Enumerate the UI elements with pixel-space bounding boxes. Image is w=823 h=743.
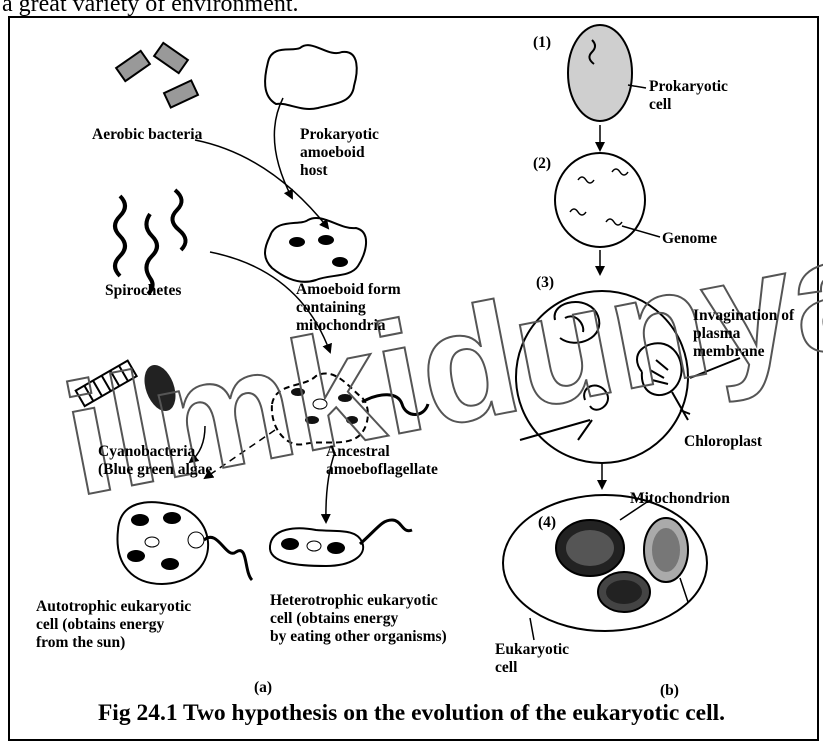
step4-eukaryotic-cell (503, 495, 707, 640)
label-heterotrophic: Heterotrophic eukaryotic cell (obtains e… (270, 592, 447, 646)
label-spirochetes: Spirochetes (105, 282, 181, 300)
label-prokaryotic-cell: Prokaryotic cell (649, 78, 728, 114)
panel-label-b: (b) (660, 682, 679, 700)
watermark: ilmkidunya (51, 199, 823, 529)
label-cyanobacteria: Cyanobacteria (Blue green algae (98, 443, 212, 479)
label-step3: (3) (536, 274, 554, 292)
label-chloroplast: Chloroplast (684, 433, 762, 451)
step1-prokaryotic-cell (568, 25, 646, 121)
label-autotrophic: Autotrophic eukaryotic cell (obtains ene… (36, 598, 191, 652)
label-step4: (4) (538, 514, 556, 532)
label-invagination: Invagination of plasma membrane (693, 307, 794, 361)
label-ancestral: Ancestral amoeboflagellate (326, 443, 438, 479)
prokaryotic-host-blob (265, 45, 357, 109)
label-amoeboid-form: Amoeboid form containing mitochondria (296, 281, 401, 335)
label-step1: (1) (533, 34, 551, 52)
label-prokaryotic-host: Prokaryotic amoeboid host (300, 126, 379, 180)
spirochetes-drawing (115, 190, 186, 294)
amoeboid-form-blob (265, 218, 366, 282)
heterotrophic-cell-drawing (270, 520, 412, 566)
label-aerobic-bacteria: Aerobic bacteria (92, 126, 202, 144)
label-eukaryotic-cell: Eukaryotic cell (495, 641, 569, 677)
figure-caption: Fig 24.1 Two hypothesis on the evolution… (0, 700, 823, 727)
label-genome: Genome (662, 230, 717, 248)
panel-label-a: (a) (254, 679, 272, 697)
step2-cell-with-genome (555, 153, 660, 247)
label-mitochondrion: Mitochondrion (630, 490, 730, 508)
aerobic-bacteria-drawing (116, 43, 198, 108)
label-step2: (2) (533, 155, 551, 173)
